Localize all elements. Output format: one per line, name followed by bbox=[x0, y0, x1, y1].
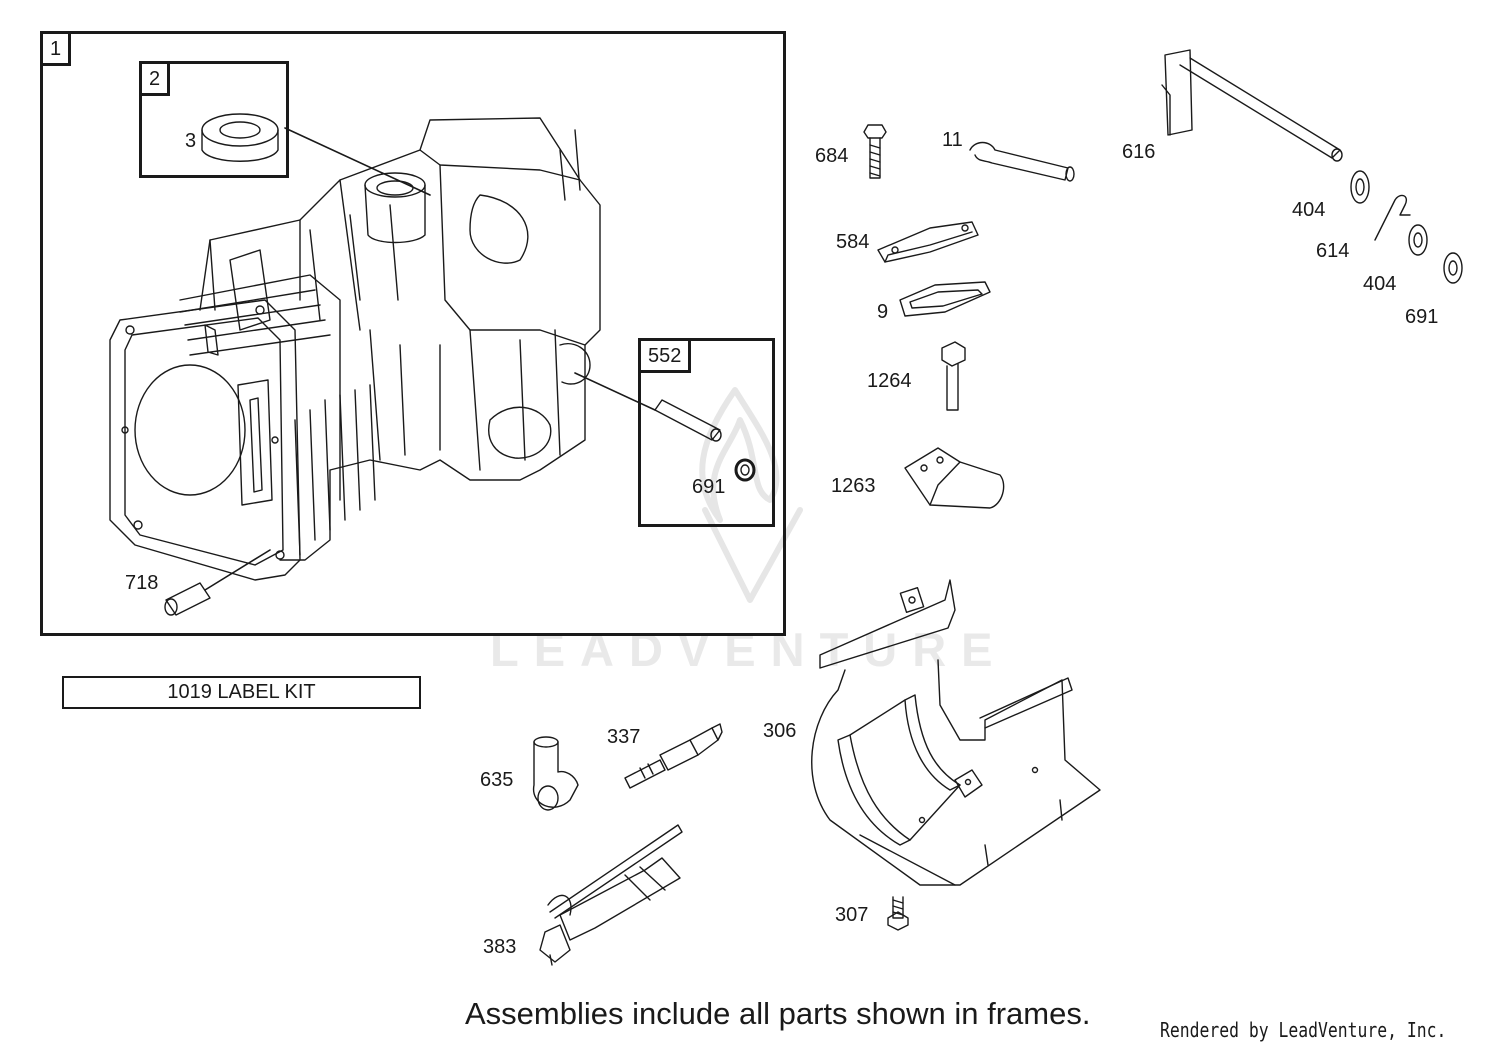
screw-part-307 bbox=[888, 897, 908, 930]
housing-part-306 bbox=[812, 580, 1100, 885]
render-credit: Rendered by LeadVenture, Inc. bbox=[1160, 1018, 1447, 1042]
frame-tag-552: 552 bbox=[641, 341, 692, 373]
callout-404-a: 404 bbox=[1292, 199, 1326, 221]
callout-691-frame: 691 bbox=[692, 476, 726, 498]
screw-part-1264 bbox=[942, 342, 965, 410]
watermark: LEADVENTURE bbox=[490, 623, 1008, 676]
shaft-part-616 bbox=[1162, 50, 1342, 161]
callout-616: 616 bbox=[1122, 141, 1156, 163]
spark-plug-part-337 bbox=[625, 724, 722, 788]
washer-part-404-b bbox=[1409, 225, 1427, 255]
callout-691: 691 bbox=[1405, 306, 1439, 328]
callout-11: 11 bbox=[942, 129, 963, 151]
boot-part-635 bbox=[534, 737, 578, 810]
callout-718: 718 bbox=[125, 572, 159, 594]
callout-337: 337 bbox=[607, 726, 641, 748]
frame-tag-1: 1 bbox=[43, 34, 72, 66]
engine-block-drawing bbox=[110, 118, 600, 580]
footer-note: Assemblies include all parts shown in fr… bbox=[465, 996, 1091, 1031]
callout-9: 9 bbox=[877, 301, 889, 323]
seal-frame: 2 bbox=[139, 61, 289, 178]
callout-383: 383 bbox=[483, 936, 517, 958]
washer-part-404-a bbox=[1351, 171, 1369, 203]
dowel-part-718 bbox=[165, 583, 210, 615]
cover-part-584 bbox=[878, 222, 978, 262]
engine-block-frame: 1 bbox=[40, 31, 786, 636]
callout-614: 614 bbox=[1316, 240, 1350, 262]
callout-306: 306 bbox=[763, 720, 797, 742]
label-kit-box: 1019 LABEL KIT bbox=[62, 676, 421, 709]
shield-part-1263 bbox=[905, 448, 1004, 508]
tube-part-11 bbox=[970, 143, 1074, 182]
callout-3: 3 bbox=[185, 130, 197, 152]
pin-frame: 552 bbox=[638, 338, 775, 527]
tool-part-383 bbox=[540, 825, 682, 965]
leader-lines bbox=[205, 128, 655, 590]
callout-404-b: 404 bbox=[1363, 273, 1397, 295]
washer-part-691-frame bbox=[736, 460, 754, 480]
clip-part-614 bbox=[1375, 195, 1410, 240]
seal-part-3 bbox=[202, 114, 278, 161]
bolt-part-684 bbox=[864, 125, 886, 178]
callout-635: 635 bbox=[480, 769, 514, 791]
frame-tag-2: 2 bbox=[142, 64, 171, 96]
callout-584: 584 bbox=[836, 231, 870, 253]
washer-part-691 bbox=[1444, 253, 1462, 283]
callout-1264: 1264 bbox=[867, 370, 912, 392]
callout-1263: 1263 bbox=[831, 475, 876, 497]
callout-684: 684 bbox=[815, 145, 849, 167]
callout-307: 307 bbox=[835, 904, 869, 926]
pin-part-552 bbox=[655, 400, 721, 441]
gasket-part-9 bbox=[900, 282, 990, 316]
